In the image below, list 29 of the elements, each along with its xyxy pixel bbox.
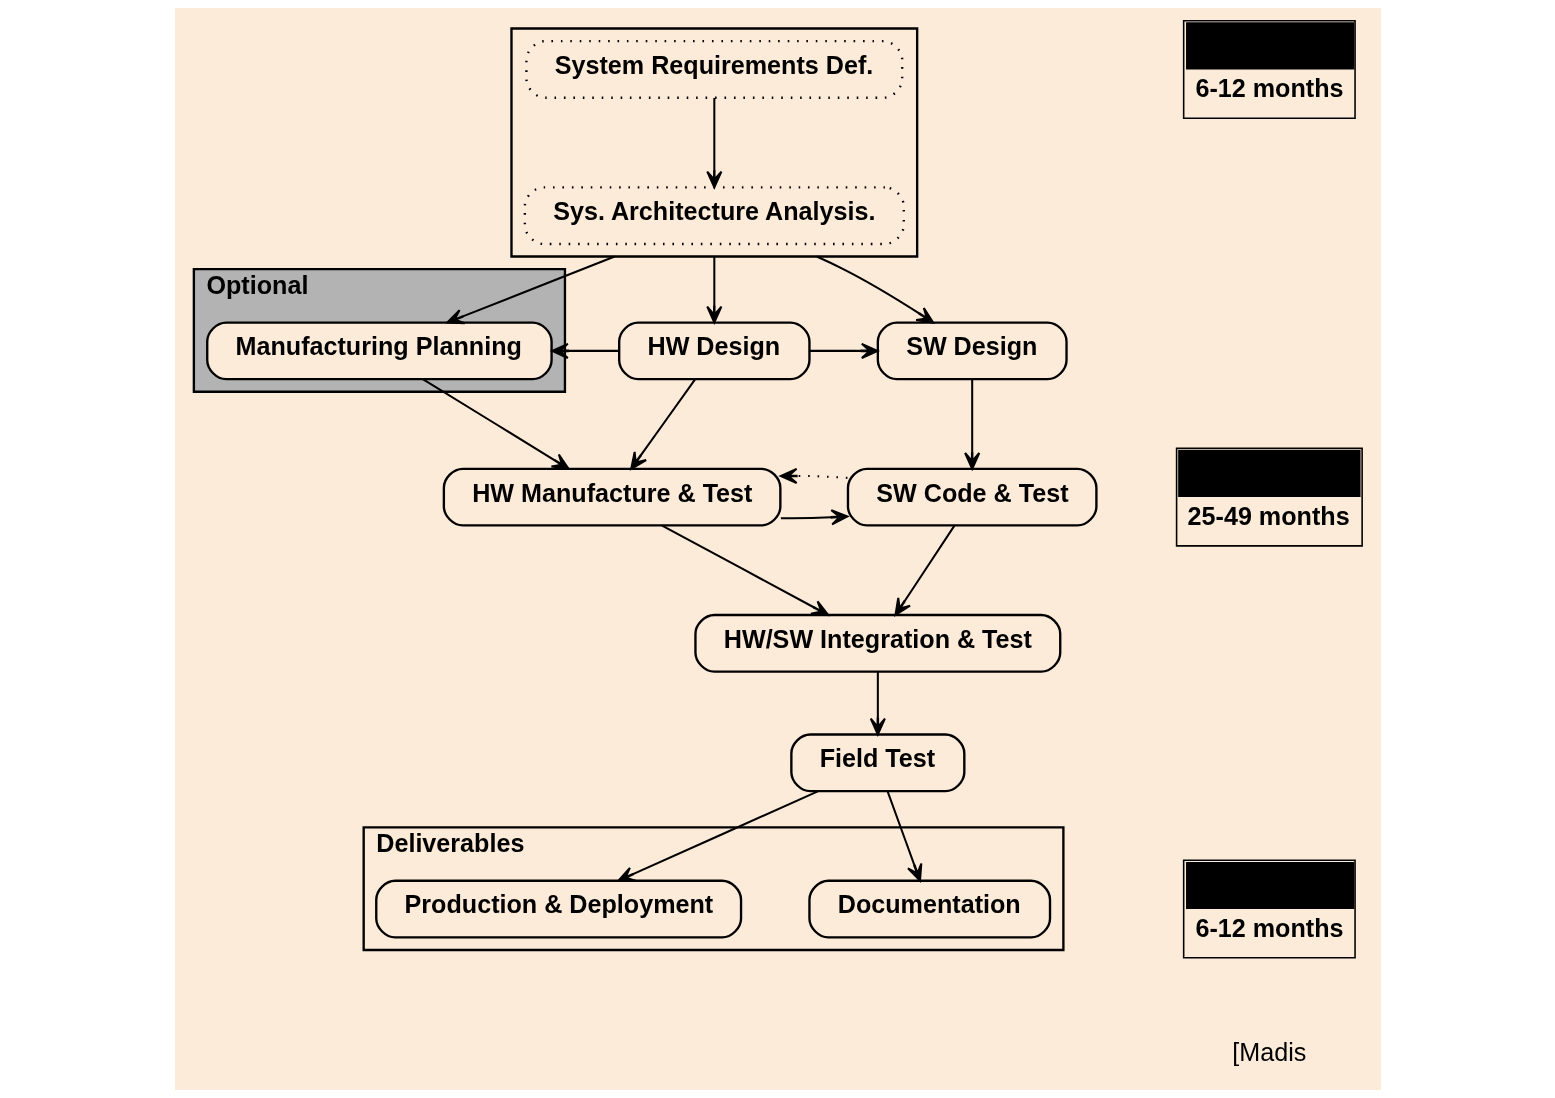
arrow	[705, 97, 722, 189]
node-box: SW Design	[876, 321, 1068, 381]
arrow	[886, 791, 922, 882]
arrow	[963, 379, 980, 470]
node-box: Sys. Architecture Analysis.	[523, 186, 905, 246]
arrow	[661, 524, 829, 616]
node-box: Production & Deployment	[374, 879, 742, 939]
arrow	[779, 467, 847, 484]
arrow	[815, 255, 934, 324]
node-box: Documentation	[807, 879, 1051, 939]
node-box: Manufacturing Planning	[205, 321, 553, 381]
arrow	[616, 790, 818, 882]
node-box: HW/SW Integration & Test	[693, 613, 1061, 673]
node-box: SW Code & Test	[846, 467, 1098, 527]
arrow	[705, 256, 722, 324]
node-box: HW Manufacture & Test	[442, 467, 782, 527]
arrow	[445, 255, 615, 325]
arrow	[894, 525, 955, 616]
arrow	[809, 342, 878, 359]
label: [Madis	[1231, 1038, 1306, 1067]
arrow	[869, 671, 886, 736]
node-box: Field Test	[789, 733, 965, 793]
node-box: HW Design	[617, 321, 811, 381]
arrow	[550, 342, 619, 359]
arrow	[422, 378, 570, 470]
arrow	[780, 509, 848, 526]
arrow	[629, 378, 696, 470]
cluster	[509, 27, 918, 258]
node-box: System Requirements Def.	[524, 39, 903, 99]
